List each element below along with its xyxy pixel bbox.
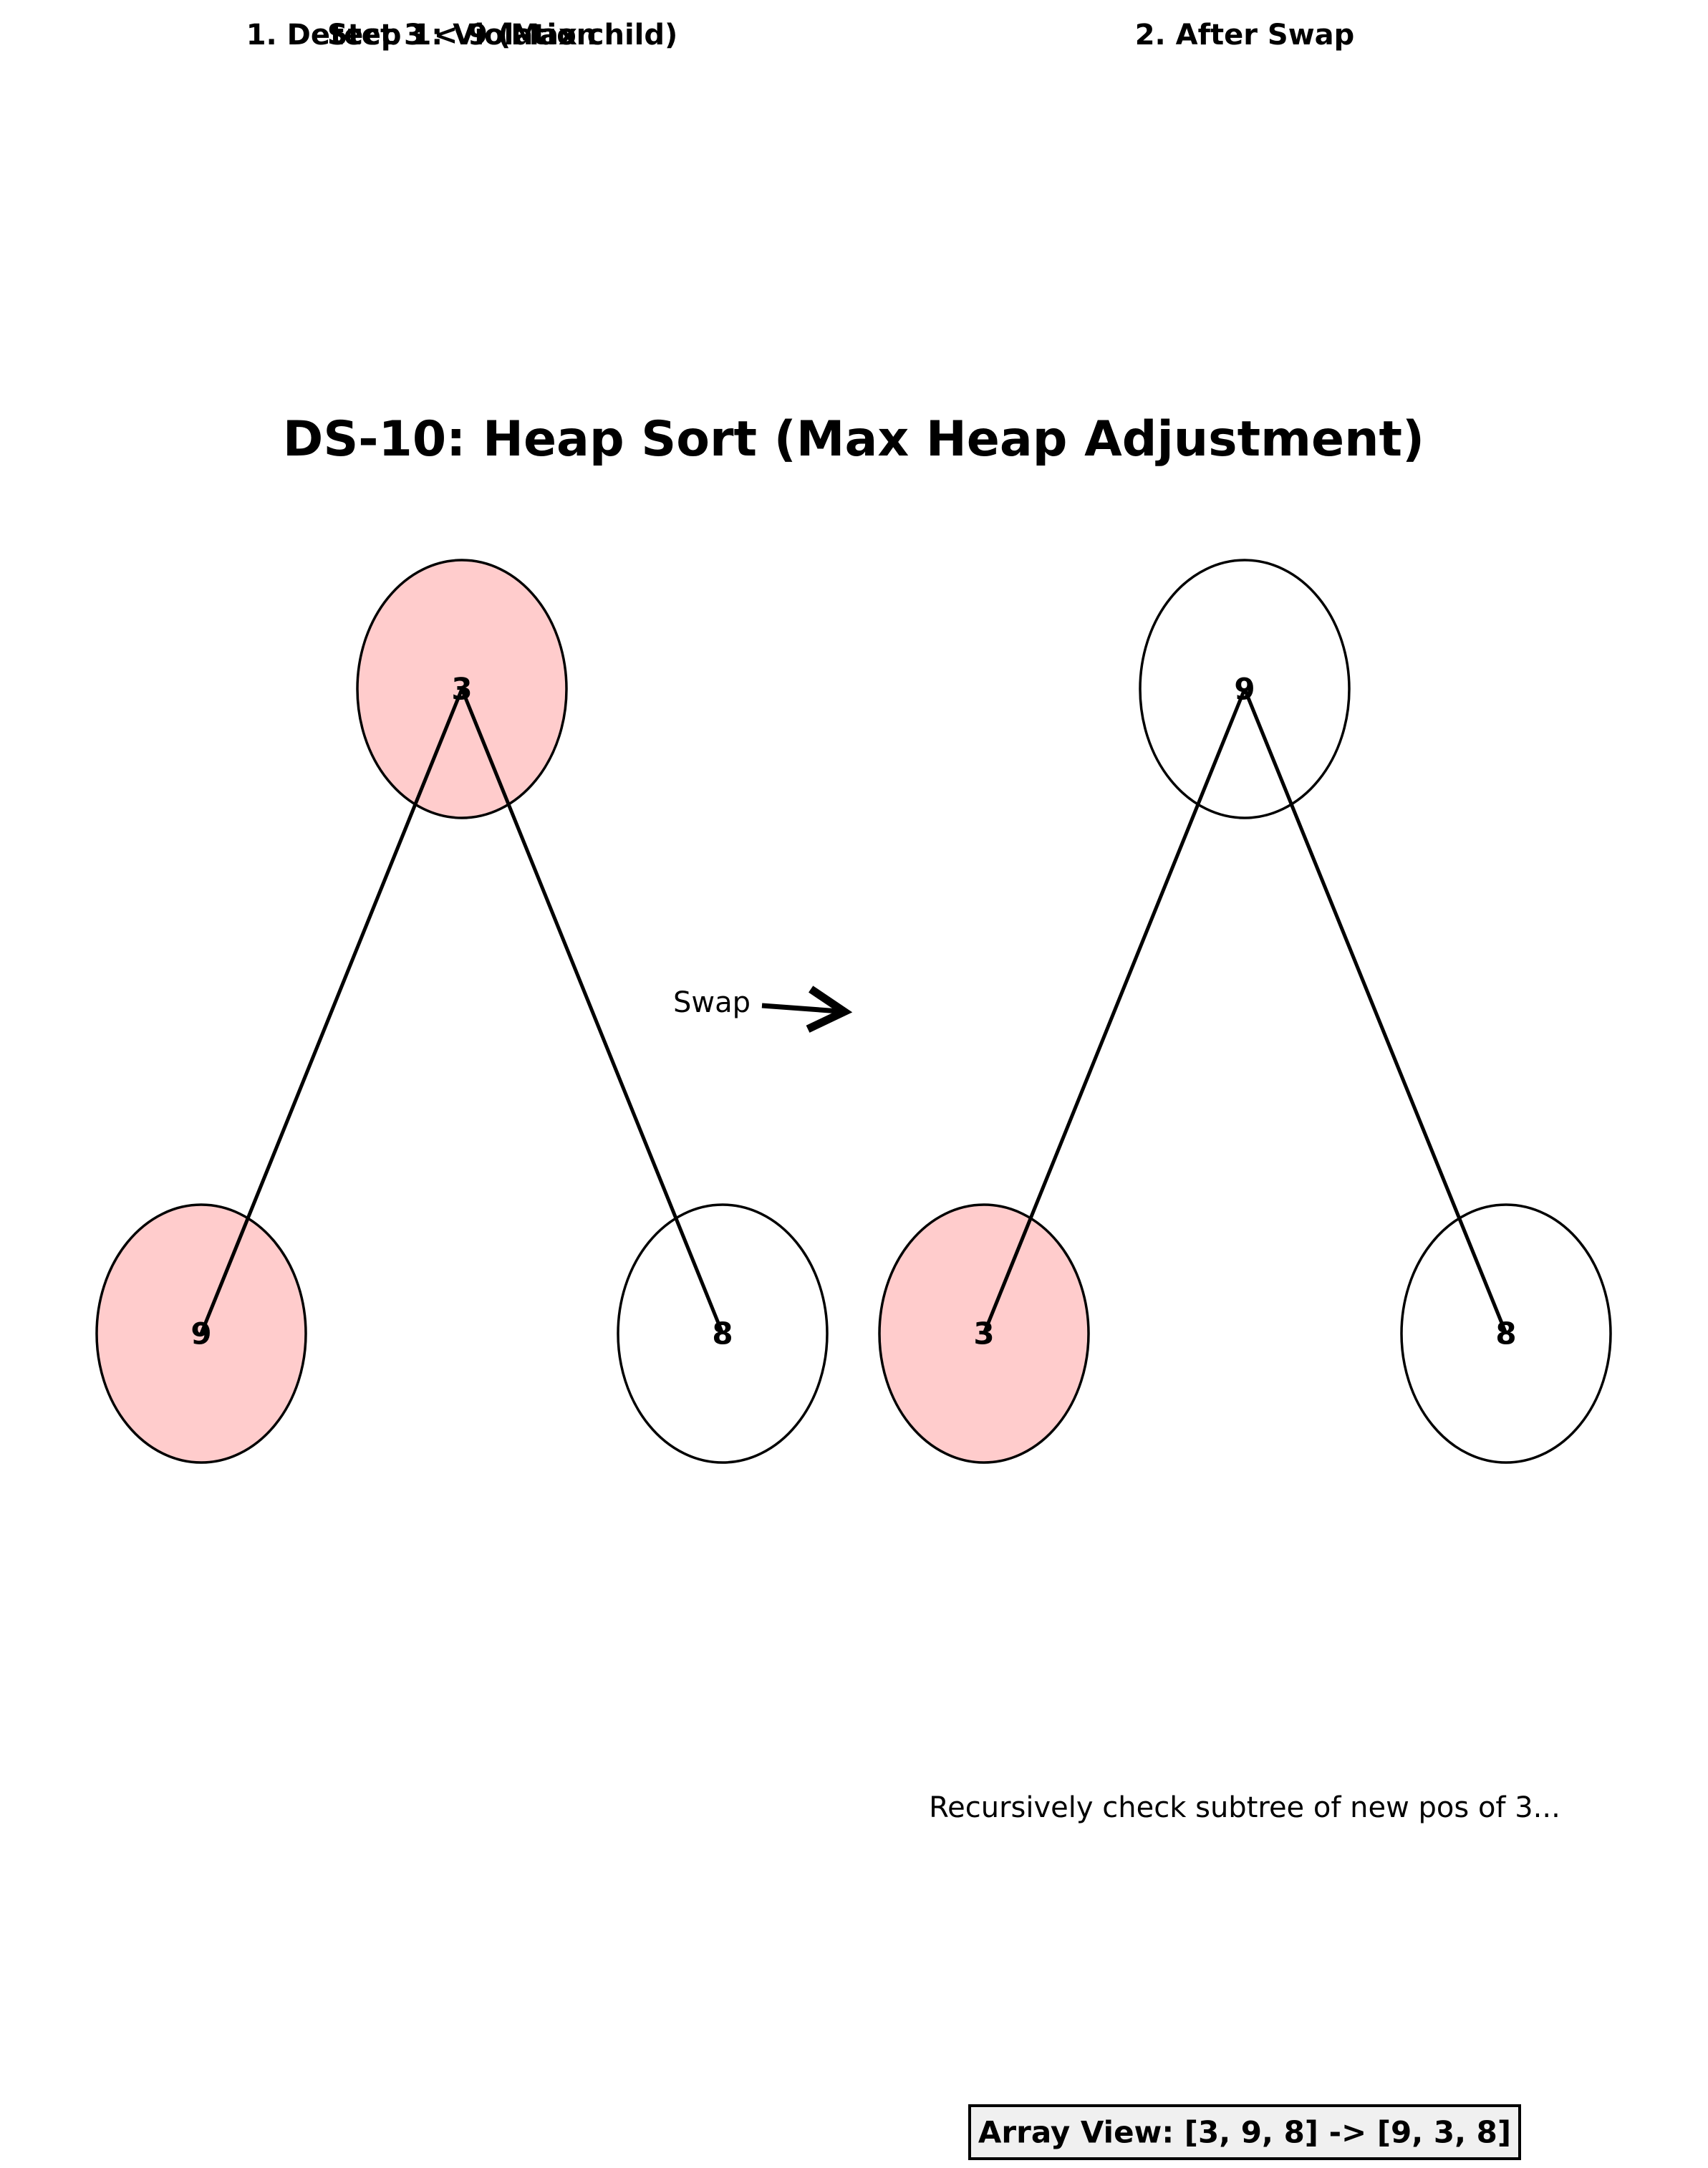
panel-1-title-step: Step 1: Violation: [327, 19, 597, 52]
panel-1-edge-right: [460, 688, 725, 1334]
panel-2-right-label: 8: [1495, 1316, 1516, 1352]
recursion-note: Recursively check subtree of new pos of …: [929, 1791, 1560, 1824]
array-view-text: Array View: [3, 9, 8] -> [9, 3, 8]: [978, 2115, 1511, 2150]
panel-2-edge-right: [1243, 688, 1508, 1334]
page-title: DS-10: Heap Sort (Max Heap Adjustment): [283, 411, 1424, 468]
array-view-box: [968, 2104, 1521, 2160]
panel-1-left-label: 9: [190, 1316, 211, 1352]
panel-2-title: 2. After Swap: [1135, 19, 1355, 52]
swap-arrow-icon: [761, 986, 853, 1033]
panel-2-left-label: 3: [973, 1316, 994, 1352]
panel-1-title-detect: 1. Detect 3 < 9 (Max child): [246, 19, 678, 52]
panel-1-tree: 3 9 8: [95, 559, 829, 1464]
panel-1-right-label: 8: [712, 1316, 733, 1352]
panel-2-root-label: 9: [1234, 672, 1255, 707]
panel-1-root-label: 3: [451, 672, 472, 707]
panel-1-edge-left: [199, 688, 464, 1334]
panel-2-tree: 9 3 8: [878, 559, 1612, 1464]
panel-2-edge-left: [982, 688, 1247, 1334]
swap-label: Swap: [673, 986, 751, 1019]
